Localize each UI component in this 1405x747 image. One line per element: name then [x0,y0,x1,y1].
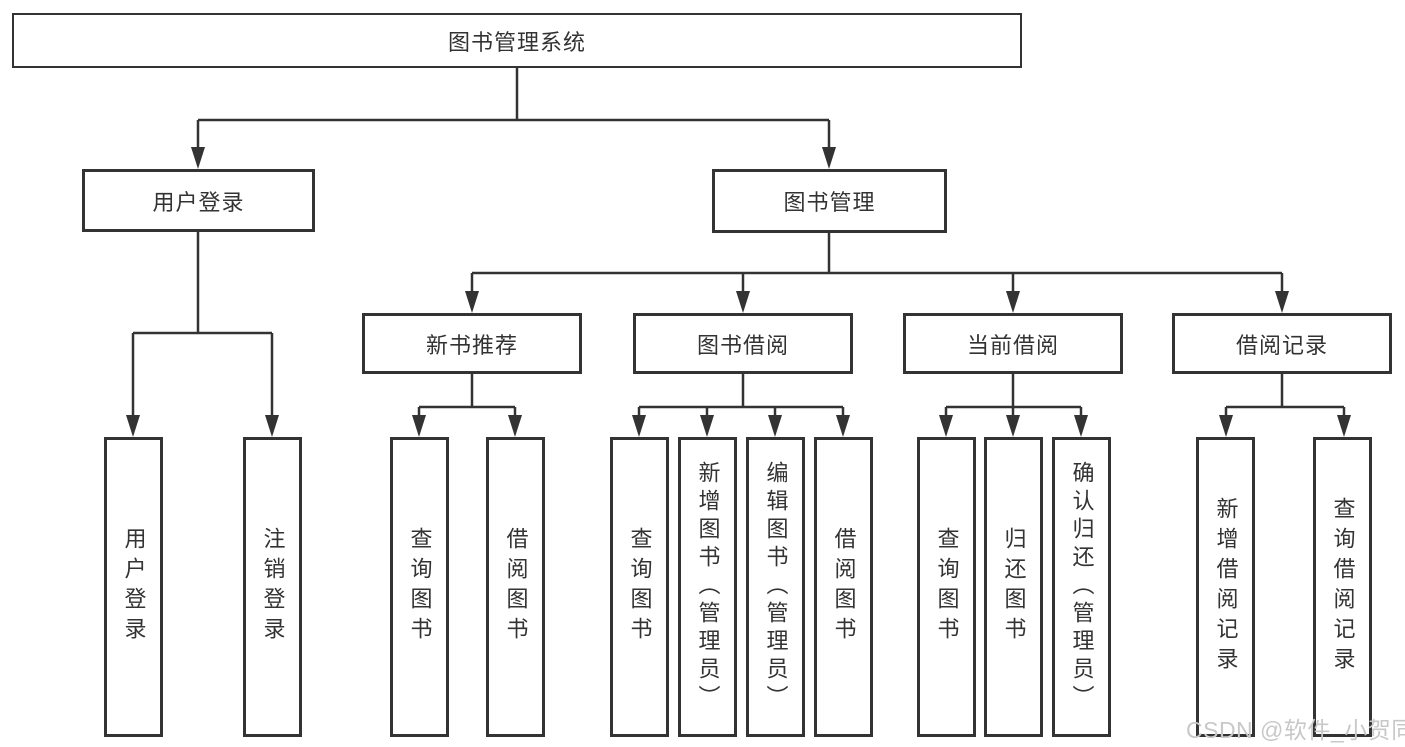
leaf-user-login: 用户登录 [104,437,163,737]
leaf-logout: 注销登录 [243,437,302,737]
csdn-watermark: CSDN @软件_小贺同学 [1186,717,1405,743]
leaf-query-books-recommend: 查询图书 [390,437,449,737]
leaf-borrow-books-recommend: 借阅图书 [486,437,545,737]
node-book-management: 图书管理 [712,169,947,233]
node-current-borrowing: 当前借阅 [903,313,1123,374]
node-book-borrowing: 图书借阅 [633,313,853,374]
leaf-confirm-return-admin: 确认归还（管理员） [1052,437,1111,737]
leaf-add-borrow-record: 新增借阅记录 [1196,437,1255,737]
node-root-library-system: 图书管理系统 [12,13,1022,68]
leaf-query-books-current: 查询图书 [917,437,976,737]
leaf-add-books-admin: 新增图书（管理员） [678,437,737,737]
leaf-query-books-borrow: 查询图书 [610,437,669,737]
leaf-borrow-books: 借阅图书 [814,437,873,737]
node-borrowing-records: 借阅记录 [1172,313,1392,374]
node-new-book-recommend: 新书推荐 [362,313,582,374]
node-user-login: 用户登录 [82,169,315,232]
leaf-query-borrow-record: 查询借阅记录 [1313,437,1372,737]
leaf-edit-books-admin: 编辑图书（管理员） [746,437,805,737]
leaf-return-books: 归还图书 [984,437,1043,737]
